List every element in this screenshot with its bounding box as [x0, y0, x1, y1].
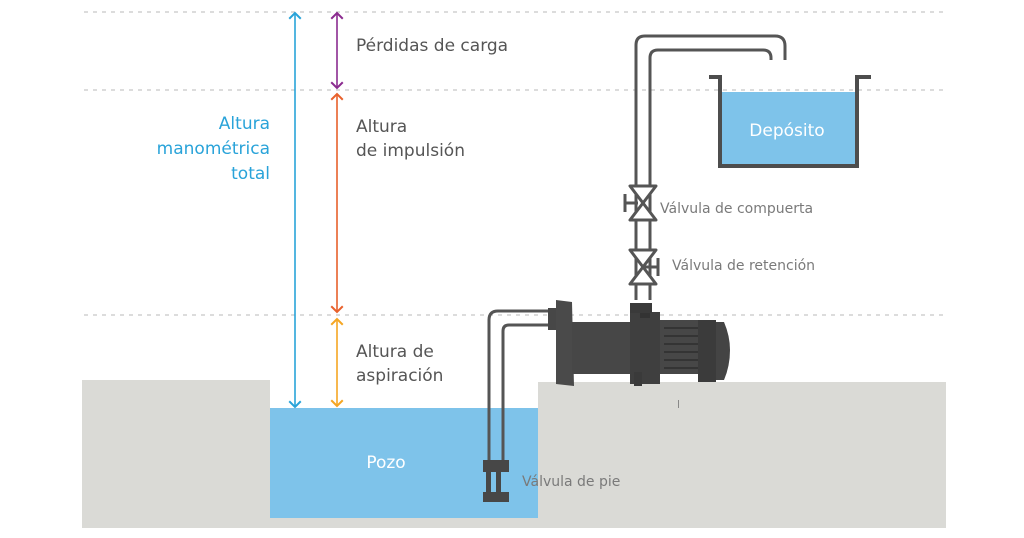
foot-valve — [483, 460, 509, 502]
well-label: Pozo — [366, 453, 405, 473]
discharge-head-label-line-2: de impulsión — [356, 141, 465, 161]
foot-valve-label: Válvula de pie — [522, 474, 620, 490]
check-valve — [628, 248, 660, 286]
tank-label: Depósito — [749, 121, 824, 141]
total-head-label-line-2: manométrica — [157, 139, 270, 159]
check-valve-label: Válvula de retención — [672, 258, 815, 274]
tank-water — [722, 92, 855, 166]
suction-pipe — [487, 309, 550, 460]
head-loss-label: Pérdidas de carga — [356, 36, 508, 56]
gate-valve — [623, 184, 658, 222]
discharge-pipe — [634, 34, 787, 300]
suction-head-label-line-1: Altura de — [356, 342, 434, 362]
total-head-label-line-3: total — [231, 164, 270, 184]
tank-walls — [709, 75, 871, 168]
total-head-label-line-1: Altura — [219, 114, 270, 134]
suction-head-label-line-2: aspiración — [356, 366, 443, 386]
gate-valve-label: Válvula de compuerta — [660, 201, 813, 217]
discharge-head-label-line-1: Altura — [356, 117, 407, 137]
pump — [548, 300, 730, 408]
